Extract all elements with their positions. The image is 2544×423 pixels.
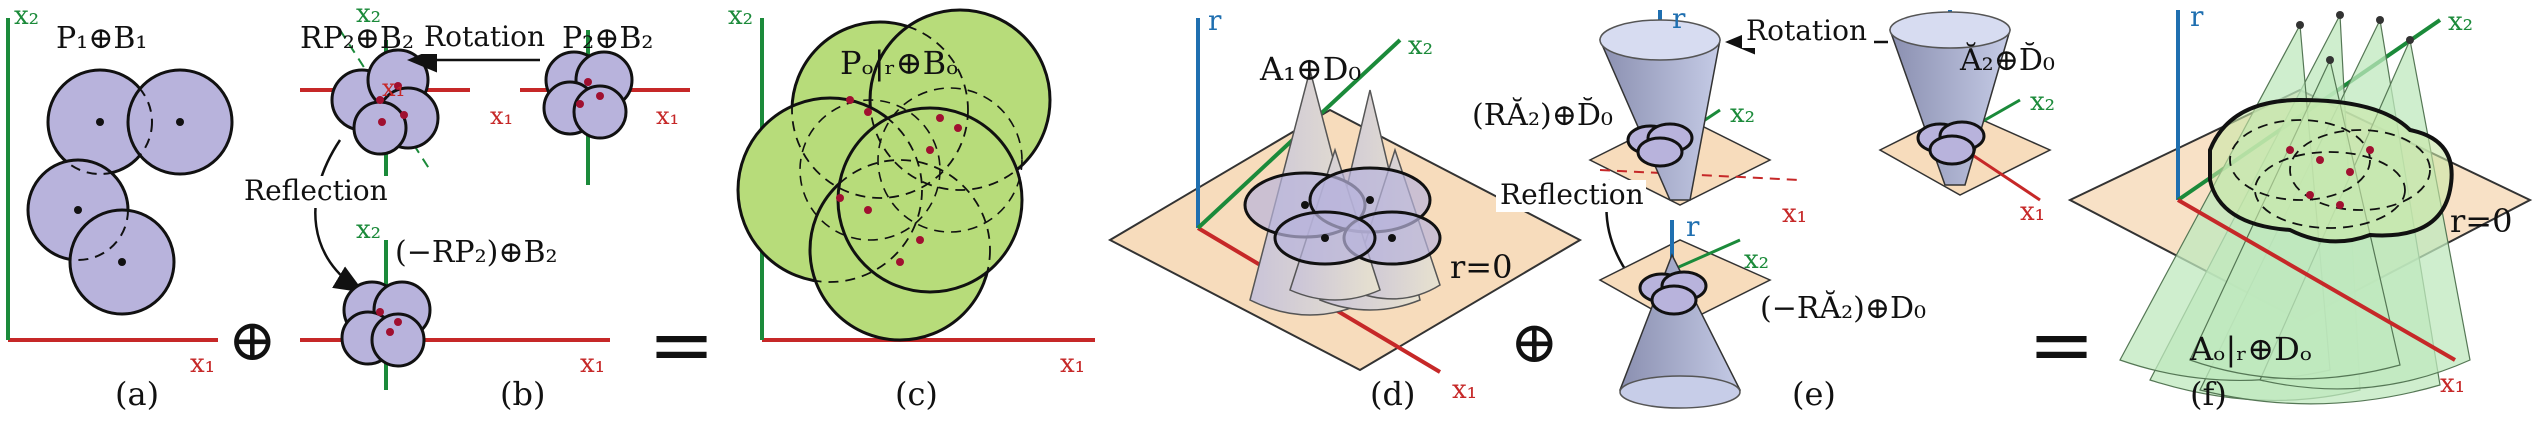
panel-f-title: Aₒ|ᵣ⊕Dₒ xyxy=(2189,330,2312,368)
panel-e-top-left-title: (RĂ₂)⊕D̆₀ xyxy=(1472,97,1613,133)
svg-text:x₂: x₂ xyxy=(356,0,381,29)
panel-b-top-left-title: RP₂⊕B₂ xyxy=(300,21,414,56)
panel-b-top-right-title: P₂⊕B₂ xyxy=(562,21,653,56)
svg-text:x₁: x₁ xyxy=(1782,199,1807,229)
panel-e-top-right-title: Ă₂⊕D̆₀ xyxy=(1959,42,2055,78)
f-cone-apexes xyxy=(2296,11,2414,64)
e-reflected-disks xyxy=(1638,270,1708,316)
svg-text:x₁: x₁ xyxy=(1060,349,1085,379)
svg-text:x₂: x₂ xyxy=(728,1,753,31)
svg-text:r: r xyxy=(1686,210,1700,243)
panel-f: r=0 Aₒ|ᵣ⊕Dₒ r x₂ x₁ (f) xyxy=(2067,0,2533,413)
svg-text:x₁: x₁ xyxy=(580,349,605,379)
e-rotated-disks xyxy=(1626,122,1694,168)
svg-text:r: r xyxy=(2190,0,2204,33)
panel-d-label: (d) xyxy=(1370,375,1415,413)
svg-text:x₁: x₁ xyxy=(2440,369,2465,399)
panel-b: x₁ RP₂⊕B₂ x₂ P₂⊕B₂ x₁ x₁ Rotation Reflec… xyxy=(240,0,690,413)
f-x1-axis xyxy=(2176,198,2457,362)
reflection-arrow-b xyxy=(314,139,365,293)
oplus-operator-1: ⊕ xyxy=(228,306,277,374)
panel-c: Pₒ|ᵣ⊕Bₒ x₂ x₁ (c) xyxy=(728,1,1095,413)
svg-text:x₁: x₁ xyxy=(656,102,679,130)
reflection-label-b: Reflection xyxy=(244,174,388,207)
f-disk-union xyxy=(2208,97,2454,244)
panel-a-x2-label: x₂ xyxy=(14,1,39,31)
svg-text:x₂: x₂ xyxy=(1730,99,1755,129)
panel-f-label: (f) xyxy=(2190,375,2227,413)
panel-e-label: (e) xyxy=(1792,375,1836,413)
svg-text:x₂: x₂ xyxy=(1744,245,1769,275)
panel-a-x1-label: x₁ xyxy=(190,349,215,379)
disk-union-a xyxy=(26,68,234,316)
svg-text:x₁: x₁ xyxy=(490,102,513,130)
svg-text:r: r xyxy=(1672,2,1686,35)
panel-d-title: A₁⊕D₀ xyxy=(1259,50,1361,88)
panel-e: (RĂ₂)⊕D̆₀ x₁ x₂ r Ă₂⊕D̆₀ x₁ x₂ Rotation … xyxy=(1472,2,2055,413)
rotation-label-b: Rotation xyxy=(424,20,545,53)
svg-text:x₂: x₂ xyxy=(2448,7,2473,37)
panel-d-plane-label: r=0 xyxy=(1450,248,1512,286)
equals-operator-2: = xyxy=(2028,298,2095,391)
equals-operator-1: = xyxy=(648,298,715,391)
c-green-union xyxy=(736,8,1052,342)
svg-text:x₁: x₁ xyxy=(382,74,405,102)
panel-b-bottom-title: (−RP₂)⊕B₂ xyxy=(395,235,558,270)
svg-text:r: r xyxy=(1208,4,1222,37)
rotation-label-e: Rotation xyxy=(1746,14,1867,47)
panel-c-title: Pₒ|ᵣ⊕Bₒ xyxy=(840,44,958,82)
svg-text:x₁: x₁ xyxy=(2020,197,2045,227)
oplus-operator-2: ⊕ xyxy=(1510,308,1559,376)
panel-f-plane-label: r=0 xyxy=(2450,202,2512,240)
panel-a-label: (a) xyxy=(115,375,159,413)
d-cones xyxy=(1243,67,1442,316)
e-original-disks xyxy=(1916,120,1986,166)
svg-text:x₁: x₁ xyxy=(1452,375,1477,405)
panel-e-bottom-title: (−RĂ₂)⊕D₀ xyxy=(1760,290,1926,326)
svg-text:x₂: x₂ xyxy=(2030,87,2055,117)
b-reflected-disks xyxy=(340,280,432,368)
b-rotated-disks xyxy=(330,48,440,156)
reflection-label-e: Reflection xyxy=(1500,178,1644,211)
b-original-disks xyxy=(542,50,634,140)
panel-c-label: (c) xyxy=(895,375,938,413)
svg-text:x₂: x₂ xyxy=(1408,31,1433,61)
panel-b-label: (b) xyxy=(500,375,545,413)
panel-a-title: P₁⊕B₁ xyxy=(56,21,147,56)
panel-a: P₁⊕B₁ x₂ x₁ (a) xyxy=(6,1,234,413)
panel-d: A₁⊕D₀ r=0 r x₂ x₁ (d) xyxy=(1107,4,1583,413)
svg-text:x₂: x₂ xyxy=(356,215,381,245)
